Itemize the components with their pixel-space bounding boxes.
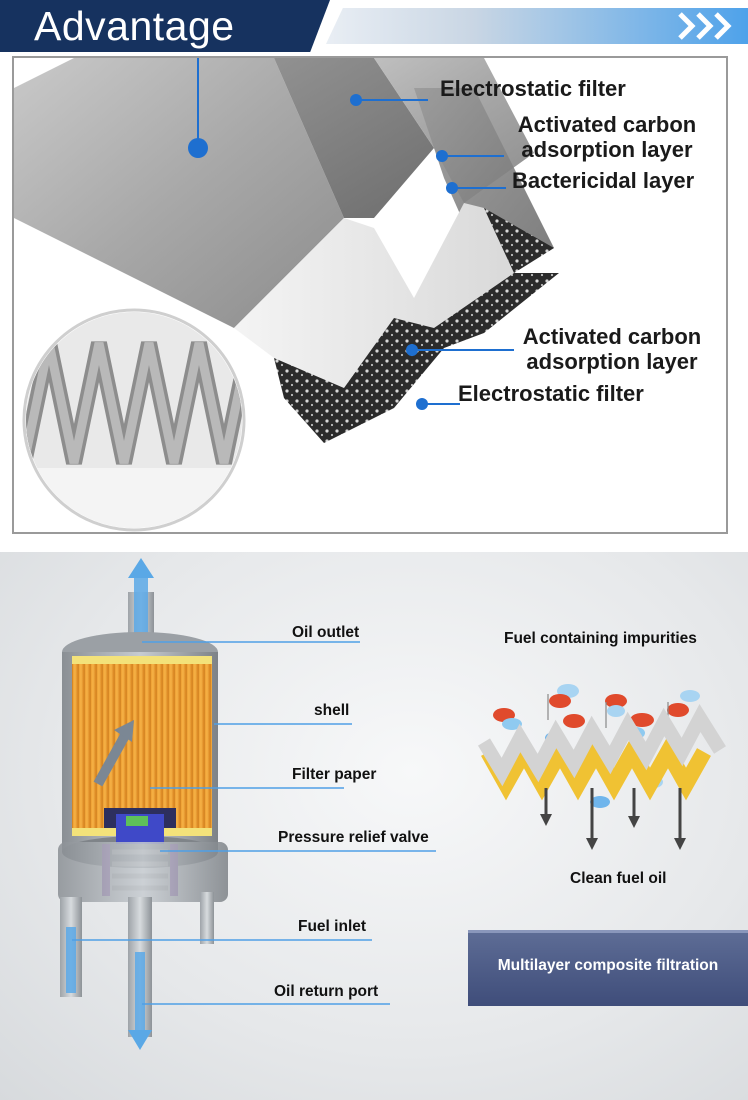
pleated-felt-sheet	[14, 58, 554, 328]
callout-bactericidal-layer: Bactericidal layer	[512, 168, 695, 193]
pleated-filter-inset	[22, 308, 246, 532]
chevrons-icon	[678, 12, 732, 40]
label-filter-paper: Filter paper	[292, 766, 377, 783]
filter-layers-illustration	[14, 58, 559, 532]
label-oil-outlet: Oil outlet	[292, 624, 360, 641]
callout-electrostatic-filter-bottom: Electrostatic filter	[458, 381, 644, 406]
page-title: Advantage	[34, 3, 235, 49]
filter-media-yellow	[481, 735, 711, 801]
filtration-diagram	[477, 684, 726, 850]
filter-layers-panel: Electrostatic filter Activated carbon ad…	[12, 56, 728, 534]
callout-activated-carbon-top: Activated carbon adsorption layer	[517, 112, 697, 162]
outflow-arrows	[540, 788, 686, 850]
label-pressure-relief-valve: Pressure relief valve	[278, 829, 429, 846]
label-fuel-inlet: Fuel inlet	[298, 918, 367, 935]
label-fuel-impurities: Fuel containing impurities	[504, 630, 697, 647]
fuel-filter-illustration	[58, 558, 726, 1050]
label-clean-fuel-oil: Clean fuel oil	[570, 870, 667, 887]
header-stripe	[326, 8, 748, 44]
carbon-layer-shape	[274, 273, 559, 443]
part-leaders	[72, 641, 436, 1005]
callout-leaders	[188, 58, 514, 410]
filter-media-felt	[477, 703, 726, 787]
callout-electrostatic-filter-top: Electrostatic filter	[440, 76, 626, 101]
callout-activated-carbon-bottom: Activated carbon adsorption layer	[522, 324, 702, 374]
banner-text: Multilayer composite filtration	[497, 957, 719, 974]
fuel-filter-cutaway	[58, 558, 228, 1050]
bactericidal-layer-shape	[234, 203, 514, 388]
fuel-filter-section: Oil outlet shell Filter paper Pressure r…	[0, 552, 748, 1100]
header: Advantage	[0, 0, 748, 52]
label-shell: shell	[314, 702, 350, 719]
label-oil-return-port: Oil return port	[274, 983, 379, 1000]
title-background	[0, 0, 330, 52]
multilayer-banner: Multilayer composite filtration	[468, 930, 748, 1006]
